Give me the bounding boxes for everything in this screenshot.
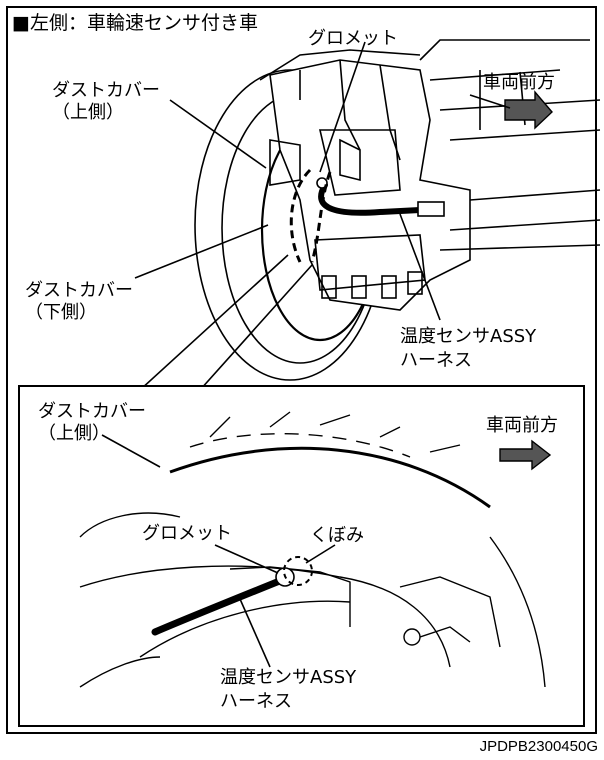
detail-label-vehicle-front: 車両前方 — [486, 415, 558, 436]
detail-label-recess: くぼみ — [310, 525, 364, 546]
label-harness-2: ハーネス — [400, 350, 472, 371]
sensor-harness — [318, 182, 423, 216]
label-harness: 温度センサASSY — [400, 326, 537, 347]
detail-label-dust-cover-side: （上側） — [38, 423, 110, 444]
vehicle-front-arrow-upper — [504, 90, 553, 130]
detail-label-dust-cover: ダストカバー — [38, 401, 146, 422]
leader-vehicle-front — [469, 94, 511, 109]
figure-frame — [6, 6, 597, 734]
vehicle-front-arrow-detail — [499, 439, 552, 471]
leader-harness — [399, 213, 441, 321]
detail-label-harness: 温度センサASSY — [220, 667, 357, 688]
harness-connector — [417, 201, 445, 217]
label-dust-cover-lower: ダストカバー — [25, 280, 133, 301]
label-dust-cover-lower-side: （下側） — [25, 302, 97, 323]
knuckle-body — [269, 59, 471, 311]
upper-dust-cover-tab — [269, 139, 301, 186]
zoom-line-left — [139, 254, 289, 391]
label-grommet: グロメット — [308, 28, 398, 49]
detail-leader-recess — [305, 544, 336, 564]
label-vehicle-front: 車両前方 — [483, 72, 555, 93]
leader-grommet — [319, 41, 366, 173]
label-dust-cover-upper: ダストカバー — [52, 80, 160, 101]
detail-inset: ダストカバー （上側） 車両前方 グロメット くぼみ 温度センサASSY ハーネ… — [18, 385, 585, 727]
figure-code: JPDPB2300450G — [479, 738, 598, 755]
detail-leader-harness — [239, 598, 271, 668]
recess-dashed-circle — [283, 556, 313, 586]
detail-label-harness-2: ハーネス — [220, 691, 292, 712]
route-dashed-left — [289, 168, 312, 263]
leader-dust-cover-upper — [169, 99, 267, 169]
detail-harness — [151, 576, 286, 636]
detail-leader-grommet — [214, 544, 279, 574]
detail-leader-dust-cover — [101, 434, 161, 468]
route-dashed-right — [310, 171, 332, 263]
dust-cover-edge — [169, 446, 491, 509]
zoom-line-right — [199, 264, 313, 391]
figure-title: ■左側：車輪速センサ付き車 — [12, 12, 258, 34]
detail-label-grommet: グロメット — [142, 523, 232, 544]
leader-dust-cover-lower — [134, 224, 269, 279]
label-dust-cover-upper-side: （上側） — [52, 102, 124, 123]
detail-illustration — [79, 411, 552, 688]
